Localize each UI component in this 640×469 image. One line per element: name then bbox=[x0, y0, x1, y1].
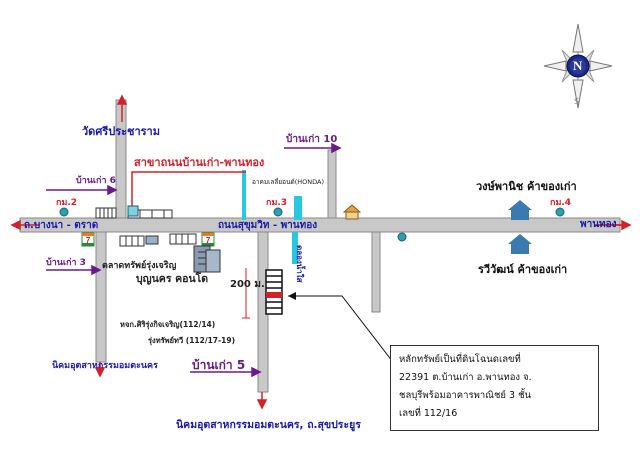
label-condo: บุญนคร คอนโด bbox=[136, 273, 209, 285]
lot-info-line2: 22391 ต.บ้านเก่า อ.พานทอง จ. bbox=[399, 372, 532, 383]
label-ban-kao-3: บ้านเก่า 3 bbox=[46, 258, 86, 268]
arrow-up-wat-sri bbox=[116, 94, 128, 105]
purple-arrows bbox=[46, 142, 342, 378]
km3-marker bbox=[273, 207, 283, 217]
svg-text:7: 7 bbox=[206, 236, 211, 245]
label-km2: กม.2 bbox=[56, 198, 78, 208]
tesco-marker-cyan bbox=[294, 196, 302, 220]
label-ban-kao-5: บ้านเก่า 5 bbox=[192, 358, 246, 372]
label-wat-sri: วัดศรีประชาราม bbox=[82, 125, 160, 138]
target-lot-building bbox=[265, 269, 283, 315]
label-honda: อาคมเลลี่ยอนด์(HONDA) bbox=[252, 178, 325, 186]
building-cluster-left bbox=[95, 205, 197, 247]
km4-marker bbox=[555, 207, 565, 217]
distance-unit: ม. bbox=[254, 279, 265, 290]
compass-icon bbox=[543, 23, 613, 109]
label-gold1: วงษ์พานิช ค้าของเก่า bbox=[476, 180, 577, 193]
label-km3: กม.3 bbox=[266, 198, 288, 208]
compass-n: N bbox=[573, 58, 583, 73]
distance-value: 200 bbox=[230, 279, 251, 290]
arrow-down-industrial-left bbox=[94, 367, 106, 378]
label-bangna-trat: ถ.บางนา - ตราด bbox=[24, 220, 99, 231]
road-ban-kao-6-vertical bbox=[115, 99, 127, 219]
lot-info-box: หลักทรัพย์เป็นที่ดินโฉนดเลขที่ 22391 ต.บ… bbox=[390, 345, 599, 431]
label-tesco: ดลองน้ำใส bbox=[295, 245, 304, 283]
label-market: ตลาดทรัพย์รุ่งเจริญ bbox=[102, 261, 177, 271]
compass-s: S bbox=[574, 97, 580, 106]
shop-icon bbox=[127, 205, 139, 217]
pointer-line bbox=[288, 295, 397, 367]
label-shop2: รุ่งทรัพย์ทวี (112/17-19) bbox=[148, 336, 236, 345]
lot-info-line3: ชลบุรีพร้อมอาคารพาณิชย์ 3 ชั้น bbox=[399, 390, 532, 401]
cyan-divider bbox=[292, 232, 298, 264]
label-branch: สาขาถนนบ้านเก่า-พานทอง bbox=[134, 156, 265, 169]
road-ban-kao-3-vertical bbox=[95, 231, 107, 363]
building-icon bbox=[193, 245, 221, 273]
arrow-left-bangna bbox=[10, 219, 21, 231]
arrow-down-industrial-bottom bbox=[256, 399, 268, 410]
roads bbox=[19, 99, 621, 393]
road-ban-kao-10-vertical bbox=[327, 149, 337, 219]
road-right-vertical bbox=[371, 231, 381, 313]
arrows bbox=[10, 94, 632, 410]
km-markers bbox=[59, 207, 565, 242]
lot-info-line1: หลักทรัพย์เป็นที่ดินโฉนดเลขที่ bbox=[399, 354, 521, 365]
label-ban-kao-10: บ้านเก่า 10 bbox=[286, 134, 338, 145]
house-icon bbox=[342, 204, 362, 220]
main-road bbox=[19, 217, 621, 233]
label-industrial-bottom: นิคมอุตสาหกรรมอมตะนคร, ถ.สุขประยูร bbox=[176, 419, 361, 431]
label-gold2: รวีวัฒน์ ค้าของเก่า bbox=[478, 263, 568, 276]
gold-shop-icons bbox=[508, 200, 532, 254]
branch-line bbox=[131, 171, 246, 210]
seven-eleven-icon: 7 7 bbox=[81, 232, 215, 247]
marker-right bbox=[397, 232, 407, 242]
label-shop1: หจก.ศิริรุ่งกิจเจริญ(112/14) bbox=[120, 320, 216, 329]
km2-marker bbox=[59, 207, 69, 217]
label-industrial-left: นิคมอุตสาหกรรมอมตะนคร bbox=[52, 361, 158, 371]
label-ban-kao-6: บ้านเก่า 6 bbox=[76, 176, 116, 186]
label-distance: 200 ม. bbox=[230, 280, 265, 290]
label-sukhumvit: ถนนสุขุมวิท - พานทอง bbox=[218, 220, 318, 231]
svg-text:7: 7 bbox=[86, 236, 91, 245]
lot-info-line4: เลขที่ 112/16 bbox=[399, 408, 458, 419]
honda-road-cyan bbox=[242, 170, 246, 220]
label-phan-thong: พานทอง bbox=[580, 219, 617, 230]
label-km4: กม.4 bbox=[550, 198, 572, 208]
